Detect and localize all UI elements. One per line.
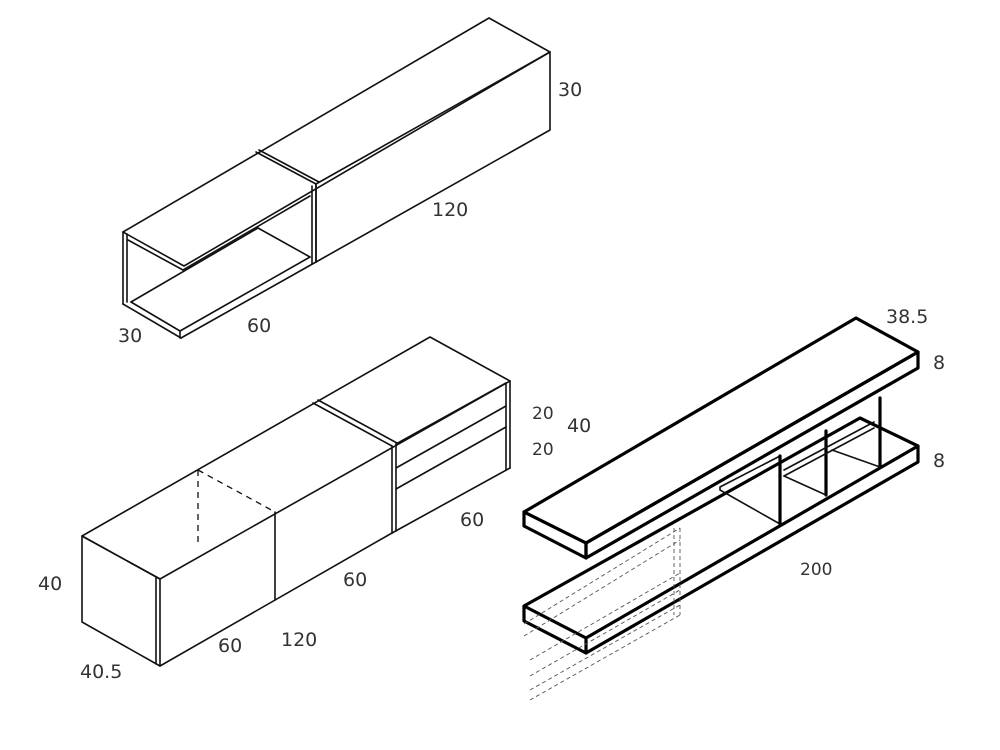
drawer-width-label: 60	[460, 509, 484, 531]
shelf-unit	[522, 316, 920, 701]
low-sideboard	[81, 336, 511, 667]
drawer-top-height-label: 20	[532, 404, 554, 424]
top-closed-width-label: 120	[432, 199, 468, 221]
shelf-depth-label: 38.5	[886, 306, 928, 328]
middle-width-label: 120	[281, 629, 317, 651]
drawers-total-height-label: 40	[567, 415, 591, 437]
low-height-label: 40	[38, 573, 62, 595]
top-open-width-label: 60	[247, 315, 271, 337]
top-height-label: 30	[558, 79, 582, 101]
shelf-top-thickness-label: 8	[933, 352, 945, 374]
shelf-width-label: 200	[800, 560, 832, 580]
top-depth-label: 30	[118, 325, 142, 347]
top-wall-unit	[122, 17, 551, 339]
drawer-bottom-height-label: 20	[532, 440, 554, 460]
low-depth-label: 40.5	[80, 661, 122, 683]
door-width-label: 60	[343, 569, 367, 591]
front-width-label: 60	[218, 635, 242, 657]
shelf-bottom-thickness-label: 8	[933, 450, 945, 472]
